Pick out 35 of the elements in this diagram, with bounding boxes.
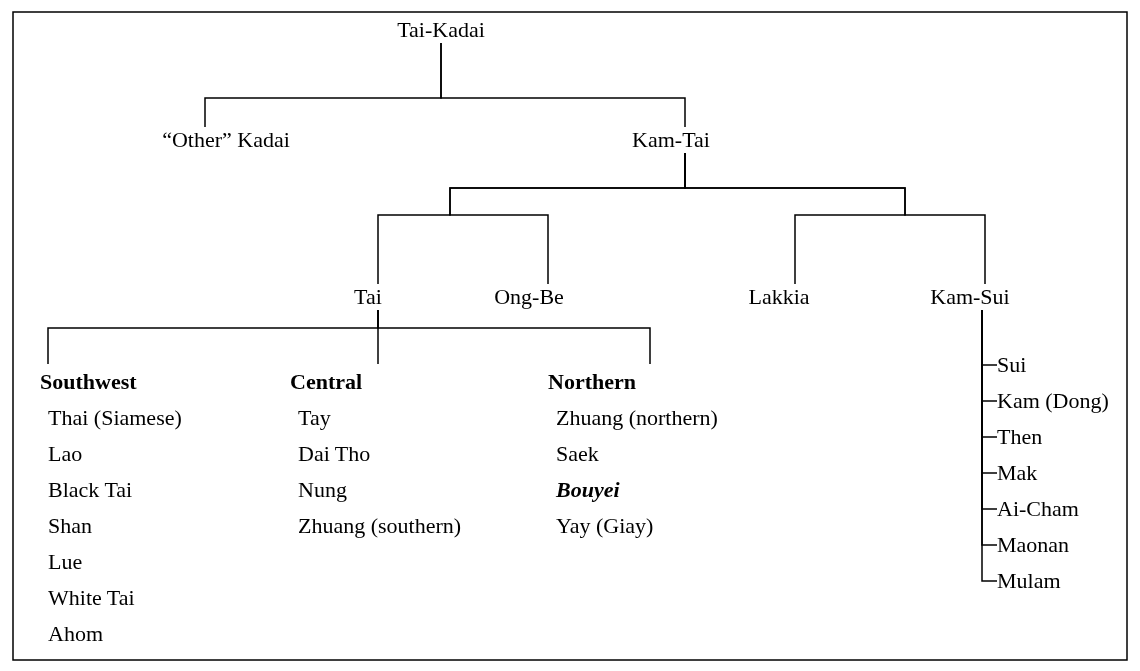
language-name: Lao [47, 440, 83, 468]
tree-connector [440, 42, 686, 128]
language-name: Yay (Giay) [555, 512, 654, 540]
language-name: Tai [354, 284, 382, 310]
language-name: Nung [297, 476, 347, 504]
language-name: Mulam [997, 568, 1061, 594]
language-name: Mak [997, 460, 1038, 486]
language-name: Zhuang (southern) [297, 512, 462, 540]
language-name: Lakkia [748, 284, 810, 310]
language-name: Zhuang (northern) [555, 404, 718, 432]
language-name: Black Tai [47, 476, 133, 504]
language-name: Ong-Be [494, 284, 564, 310]
language-name: Saek [555, 440, 599, 468]
tree-connector [684, 152, 986, 285]
language-name: Maonan [997, 532, 1070, 558]
language-name: Lue [47, 548, 83, 576]
branch-heading: Central [290, 368, 363, 396]
language-name: Dai Tho [297, 440, 371, 468]
language-name: White Tai [47, 584, 135, 612]
language-name: Then [997, 424, 1043, 450]
language-name: Kam-Sui [930, 284, 1010, 310]
language-name: Ahom [47, 620, 103, 648]
language-name: Kam-Tai [632, 127, 710, 153]
language-name: Thai (Siamese) [47, 404, 182, 432]
language-name: Kam (Dong) [997, 388, 1109, 414]
language-name: Tay [297, 404, 331, 432]
tree-connector [377, 309, 651, 365]
language-name: Bouyei [555, 476, 620, 504]
language-name: Shan [47, 512, 92, 540]
language-name: Tai-Kadai [397, 17, 485, 43]
language-name: Sui [997, 352, 1027, 378]
language-name: Ai-Cham [997, 496, 1079, 522]
language-name: “Other” Kadai [162, 127, 290, 153]
branch-heading: Northern [548, 368, 636, 396]
branch-heading: Southwest [40, 368, 137, 396]
